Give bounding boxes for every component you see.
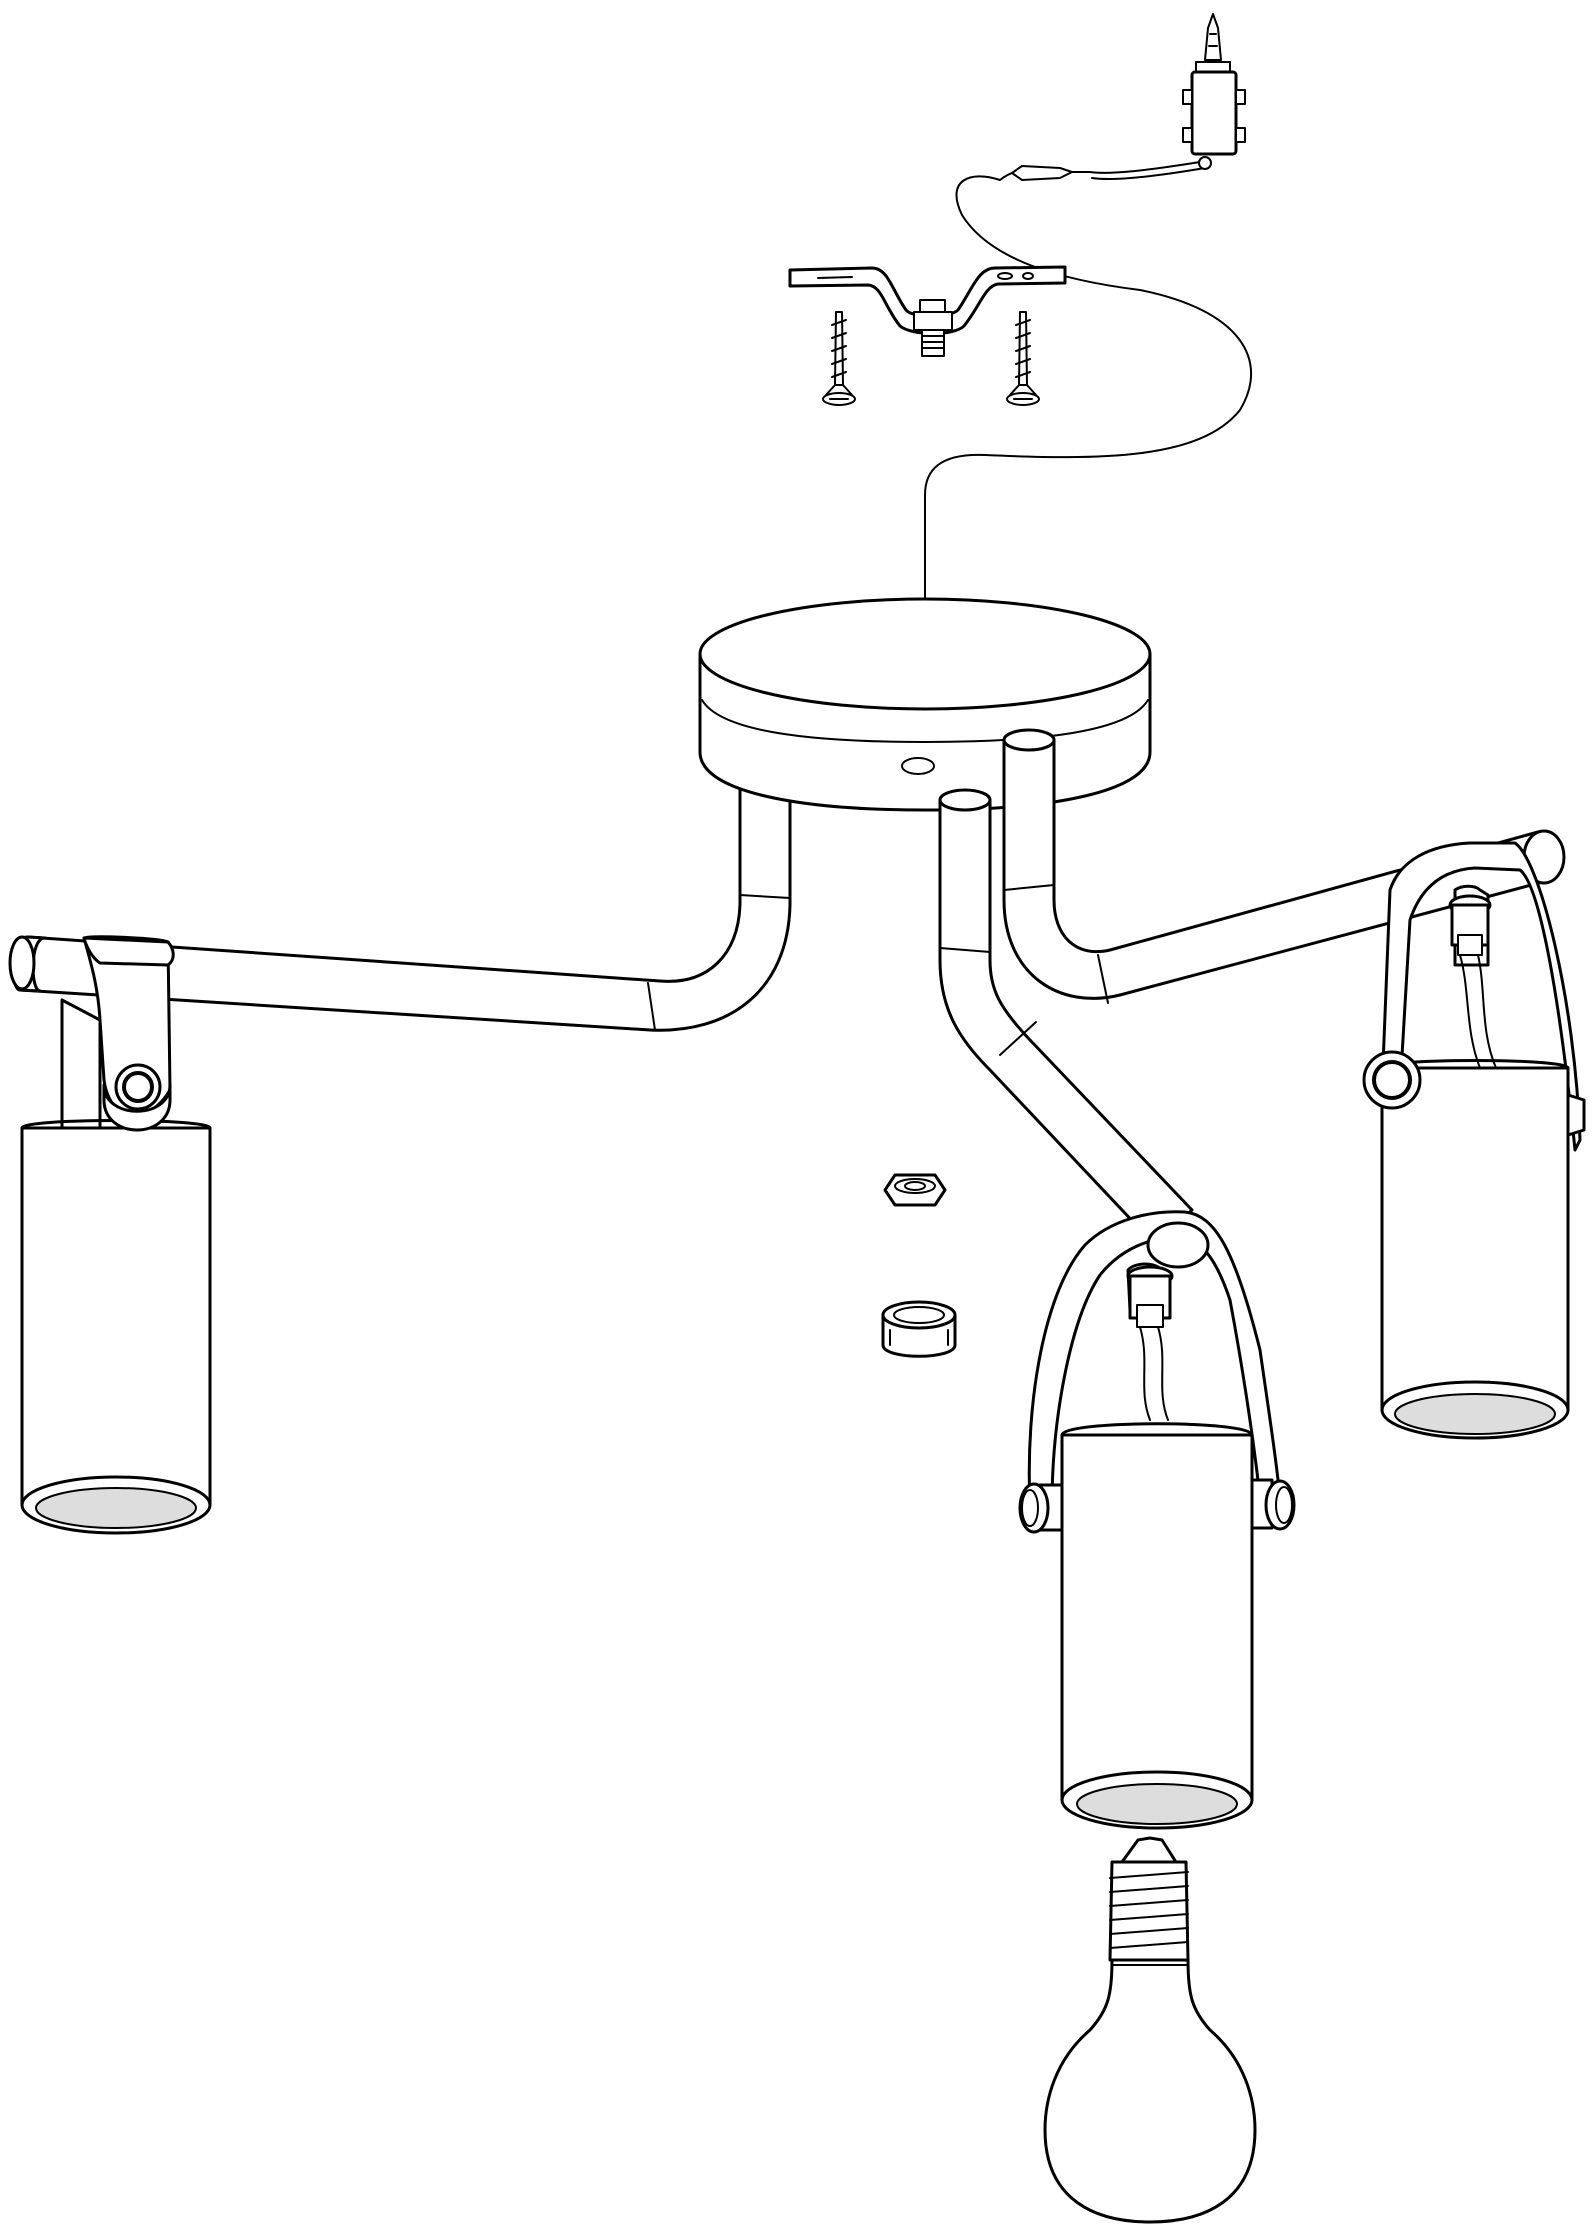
arm-center [938, 788, 1194, 1247]
mounting-bracket [788, 265, 1067, 357]
screw-left [822, 311, 856, 406]
connector-box [1182, 13, 1246, 170]
supply-cable [924, 161, 1253, 611]
light-bulb [1043, 1836, 1257, 2224]
screws [822, 311, 1040, 406]
screw-right [1006, 311, 1040, 406]
ceiling-canopy [698, 597, 1152, 812]
hex-nut [883, 1173, 947, 1207]
spot-head-center [1018, 1210, 1296, 1830]
cap-nut [881, 1300, 957, 1358]
spot-head-left [20, 935, 212, 1535]
spot-head-right [1362, 841, 1586, 1440]
